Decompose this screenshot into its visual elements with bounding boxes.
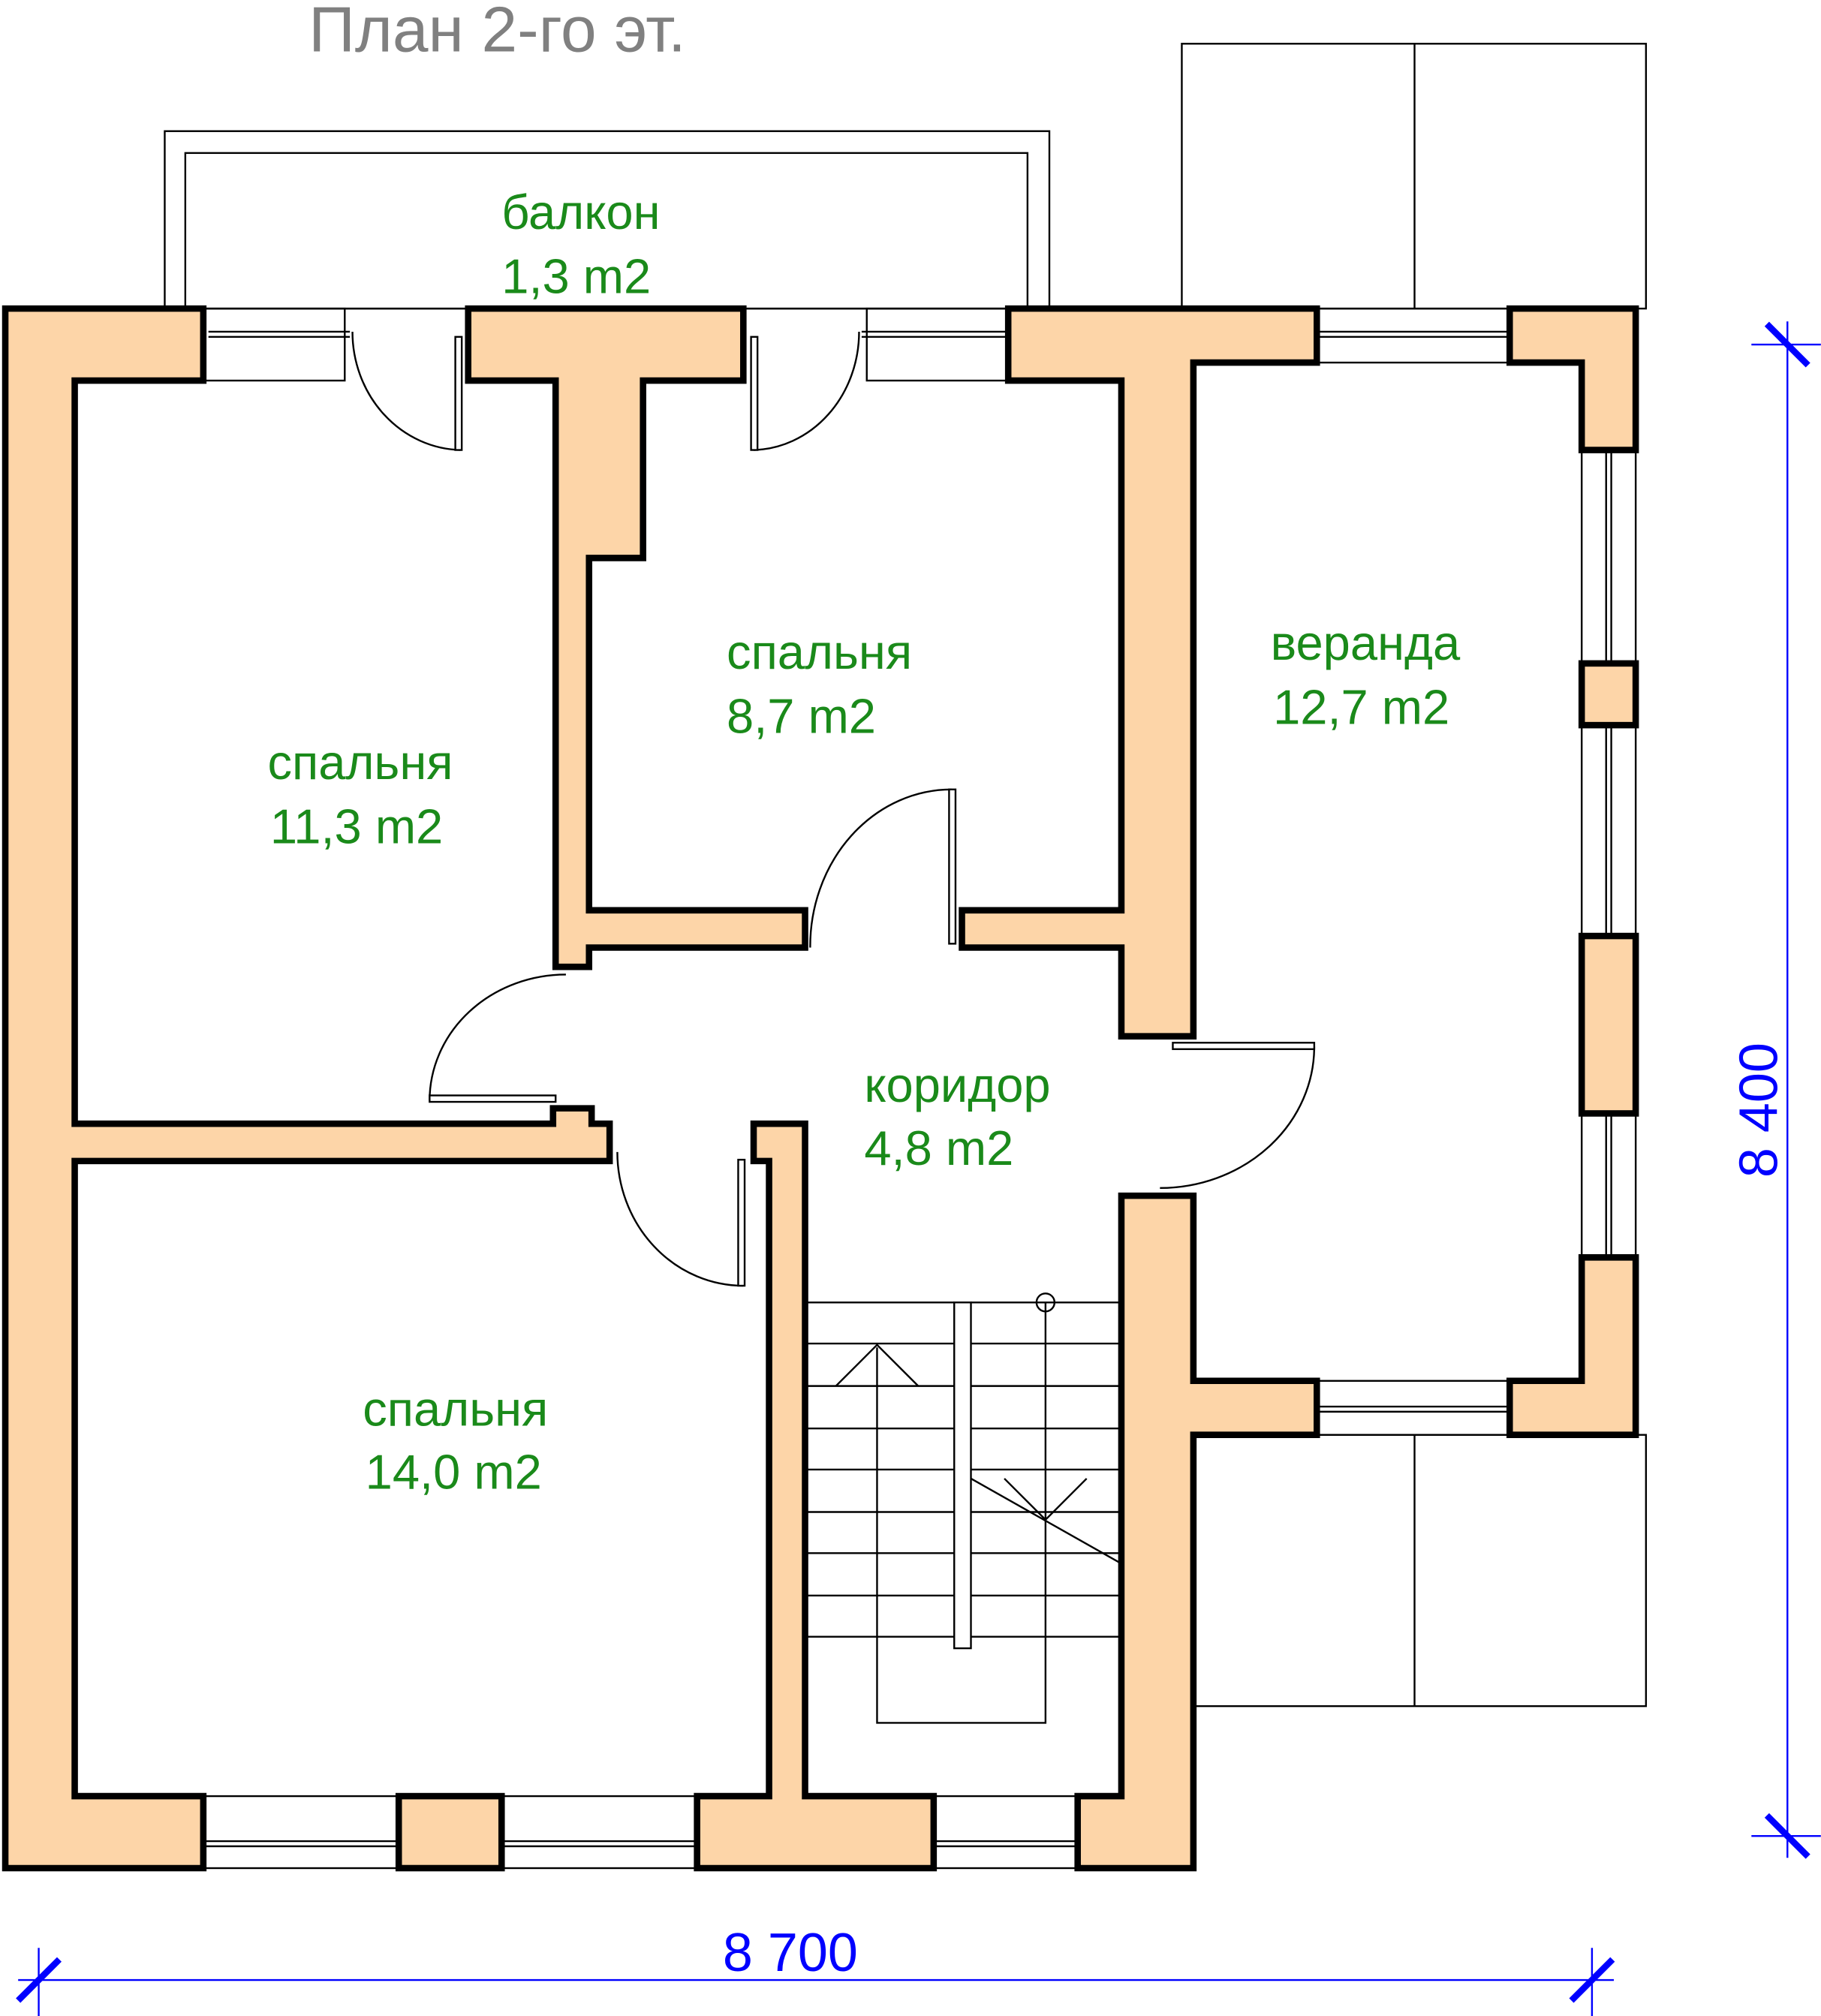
room-name: спальня <box>727 624 912 679</box>
terrace-bottom <box>1192 1434 1648 1708</box>
windows <box>202 307 1637 1870</box>
room-area: 8,7 m2 <box>727 688 876 743</box>
room-name: веранда <box>1271 615 1461 670</box>
room-area: 12,7 m2 <box>1273 679 1449 734</box>
dimension-width: 8 700 <box>16 1923 1615 2016</box>
terrace-top <box>1181 43 1648 310</box>
room-balcony: балкон 1,3 m2 <box>501 185 660 304</box>
room-name: коридор <box>864 1058 1050 1112</box>
height-dimension-label: 8 400 <box>1729 1043 1789 1178</box>
room-area: 11,3 m2 <box>270 799 443 854</box>
room-name: балкон <box>501 185 660 239</box>
doors <box>351 331 1316 1287</box>
walls <box>2 305 1639 1872</box>
room-name: спальня <box>363 1382 548 1437</box>
room-bedroom-small: спальня 8,7 m2 <box>727 624 912 744</box>
width-dimension-label: 8 700 <box>723 1923 858 1983</box>
room-bedroom-left: спальня 11,3 m2 <box>267 735 453 854</box>
room-veranda: веранда 12,7 m2 <box>1271 615 1461 735</box>
dimension-height: 8 400 <box>1729 321 1821 1859</box>
room-corridor: коридор 4,8 m2 <box>864 1058 1050 1175</box>
room-area: 14,0 m2 <box>366 1445 542 1500</box>
room-name: спальня <box>267 735 453 790</box>
room-bedroom-large: спальня 14,0 m2 <box>363 1382 548 1500</box>
room-area: 4,8 m2 <box>864 1121 1013 1175</box>
plan-title: План 2-го эт. <box>309 0 686 66</box>
room-area: 1,3 m2 <box>501 249 651 304</box>
staircase <box>805 1292 1120 1724</box>
